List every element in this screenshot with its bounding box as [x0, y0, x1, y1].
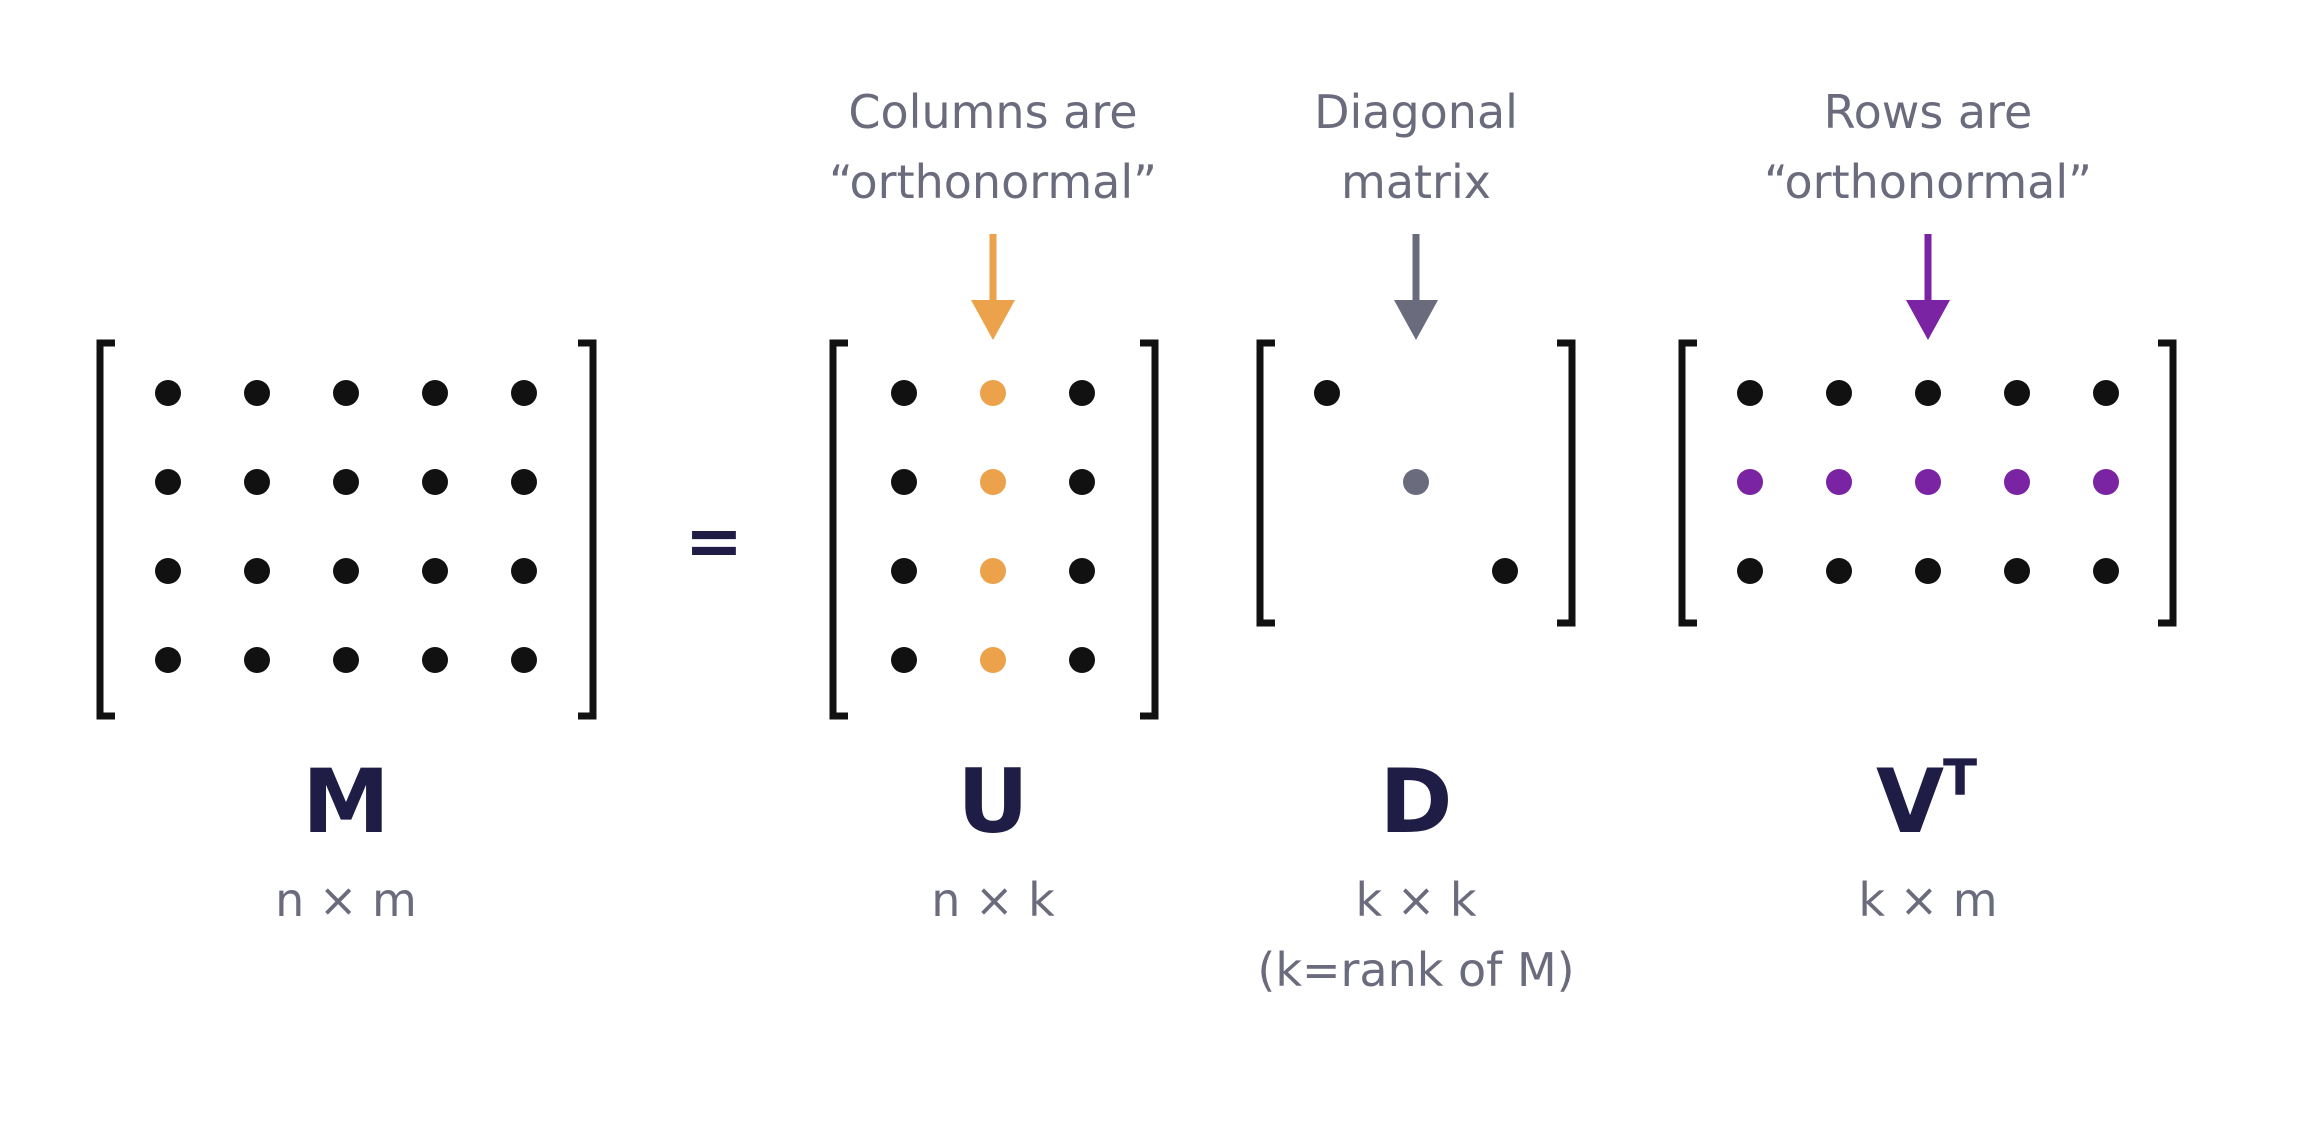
matrix-dot [155, 558, 181, 584]
diagonal-arrow-icon [1394, 234, 1438, 340]
matrix-dot [244, 380, 270, 406]
left-bracket [1678, 339, 1697, 627]
right-bracket [578, 339, 597, 720]
matrix-vt-superscript: T [1943, 749, 1977, 807]
matrix-dot [1915, 380, 1941, 406]
left-bracket [829, 339, 848, 720]
matrix-dot [1737, 558, 1763, 584]
matrix-dot [1069, 469, 1095, 495]
matrix-dot [244, 469, 270, 495]
matrix-dot [2093, 558, 2119, 584]
matrix-dot [1826, 469, 1852, 495]
matrix-dot [891, 647, 917, 673]
right-bracket [1140, 339, 1159, 720]
left-bracket [1256, 339, 1275, 627]
right-bracket [2158, 339, 2177, 627]
matrix-vt-annotation-line-2: “orthonormal” [1764, 155, 2092, 209]
matrix-dot [333, 469, 359, 495]
matrix-d: Diagonal matrix D k × k (k=rank of M) [1256, 85, 1576, 997]
matrix-vt: Rows are “orthonormal” V T k × m [1678, 85, 2177, 927]
matrix-dot [422, 647, 448, 673]
orthonormal-rows-arrow-icon [1906, 234, 1950, 340]
right-bracket [1557, 339, 1576, 627]
matrix-m-dots [155, 380, 537, 673]
matrix-dot [155, 380, 181, 406]
matrix-dot [333, 647, 359, 673]
matrix-m-name: M [302, 750, 390, 853]
matrix-dot [980, 380, 1006, 406]
matrix-dot [155, 647, 181, 673]
matrix-dot [1737, 380, 1763, 406]
matrix-d-annotation-line-2: matrix [1341, 155, 1491, 209]
matrix-m-dimension: n × m [275, 873, 417, 927]
matrix-dot [511, 380, 537, 406]
matrix-dot [1915, 469, 1941, 495]
matrix-dot [980, 469, 1006, 495]
matrix-dot [422, 558, 448, 584]
matrix-dot [2093, 380, 2119, 406]
matrix-dot [1069, 558, 1095, 584]
matrix-dot [2004, 469, 2030, 495]
left-bracket [96, 339, 115, 720]
matrix-dot [2004, 380, 2030, 406]
matrix-dot [422, 469, 448, 495]
matrix-vt-annotation-line-1: Rows are [1824, 85, 2033, 139]
matrix-dot [1826, 558, 1852, 584]
matrix-d-dots [1314, 380, 1518, 584]
matrix-dot [155, 469, 181, 495]
matrix-vt-dimension: k × m [1858, 873, 1997, 927]
matrix-u-name: U [957, 750, 1028, 853]
matrix-d-rank-note: (k=rank of M) [1257, 943, 1574, 997]
matrix-dot [511, 647, 537, 673]
matrix-m: M n × m [96, 339, 597, 927]
matrix-dot [1915, 558, 1941, 584]
matrix-dot [980, 647, 1006, 673]
matrix-dot [333, 558, 359, 584]
matrix-dot [1069, 647, 1095, 673]
matrix-dot [244, 647, 270, 673]
matrix-u-annotation-line-1: Columns are [848, 85, 1137, 139]
matrix-d-dimension: k × k [1355, 873, 1476, 927]
matrix-dot [2093, 469, 2119, 495]
matrix-dot [511, 469, 537, 495]
matrix-dot [1403, 469, 1429, 495]
matrix-dot [891, 380, 917, 406]
matrix-dot [1314, 380, 1340, 406]
matrix-u-annotation-line-2: “orthonormal” [829, 155, 1157, 209]
matrix-u: Columns are “orthonormal” U n × k [829, 85, 1159, 927]
matrix-dot [891, 469, 917, 495]
matrix-dot [1492, 558, 1518, 584]
matrix-dot [980, 558, 1006, 584]
matrix-dot [891, 558, 917, 584]
matrix-dot [333, 380, 359, 406]
matrix-dot [1737, 469, 1763, 495]
matrix-d-name: D [1379, 750, 1452, 853]
matrix-dot [1069, 380, 1095, 406]
matrix-dot [2004, 558, 2030, 584]
orthonormal-columns-arrow-icon [971, 234, 1015, 340]
matrix-dot [1826, 380, 1852, 406]
equals-sign: = [685, 500, 744, 582]
matrix-dot [244, 558, 270, 584]
matrix-dot [511, 558, 537, 584]
matrix-u-dots [891, 380, 1095, 673]
matrix-u-dimension: n × k [931, 873, 1055, 927]
matrix-vt-name: V [1876, 750, 1944, 853]
matrix-d-annotation-line-1: Diagonal [1314, 85, 1518, 139]
matrix-dot [422, 380, 448, 406]
matrix-vt-dots [1737, 380, 2119, 584]
